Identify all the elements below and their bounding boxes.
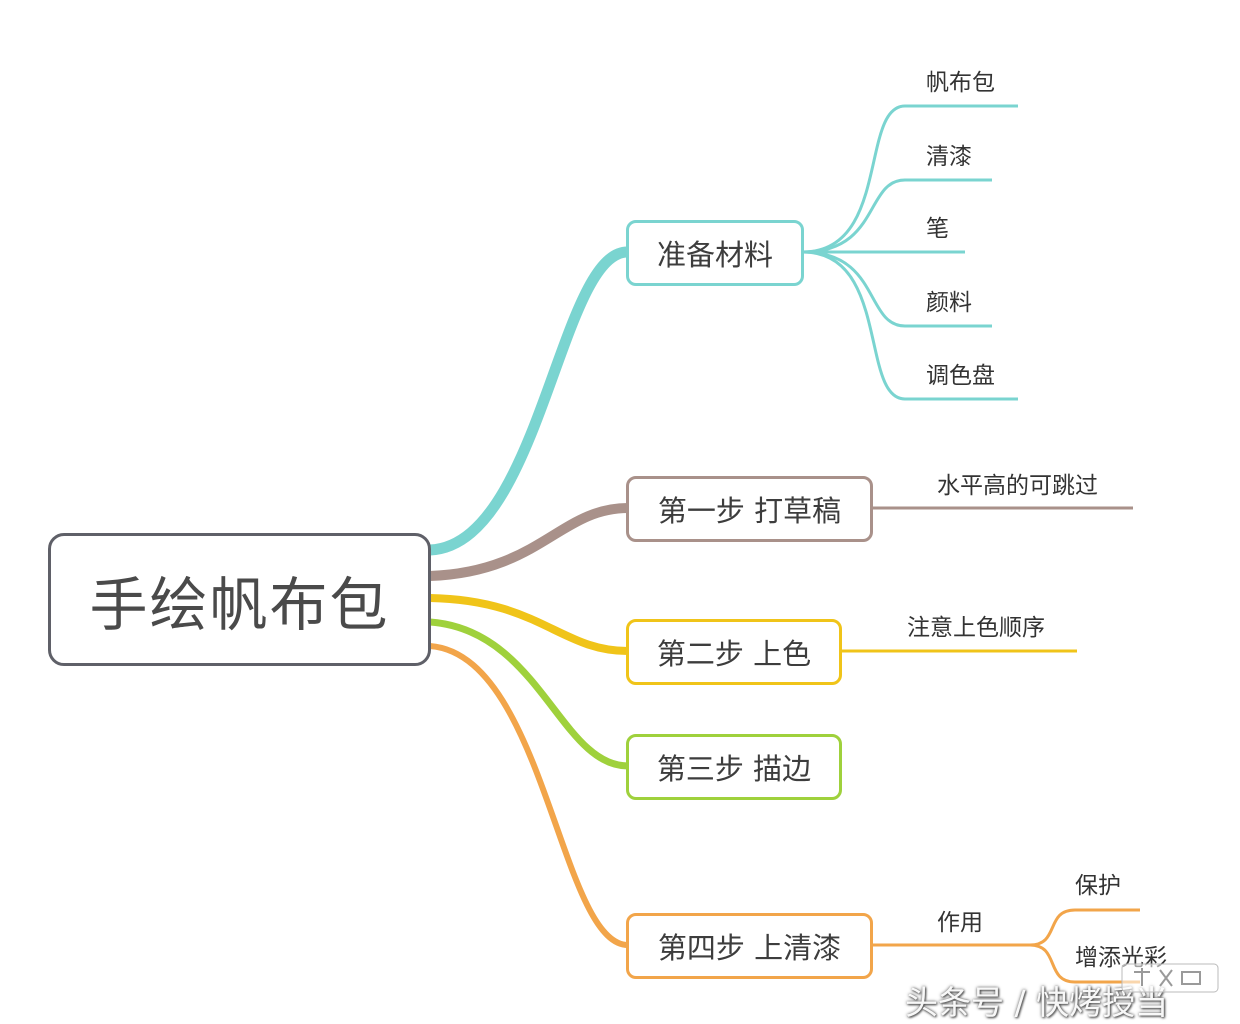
leaf-material-5[interactable]: 调色盘 (926, 363, 995, 389)
leaf-material-4[interactable]: 颜料 (926, 290, 972, 316)
connector-sketch (425, 503, 633, 581)
node-varnish[interactable]: 第四步 上清漆 (626, 913, 873, 979)
leaf-material-3[interactable]: 笔 (926, 216, 949, 242)
node-varnish-label: 第四步 上清漆 (657, 931, 842, 965)
root-node[interactable]: 手绘帆布包 (48, 533, 431, 666)
node-sketch[interactable]: 第一步 打草稿 (626, 476, 873, 542)
node-color-step[interactable]: 第二步 上色 (626, 619, 842, 685)
connector-item-1 (802, 104, 1018, 254)
node-outline-label: 第三步 描边 (656, 752, 812, 786)
connector-varnish (427, 643, 631, 948)
node-sketch-label: 第一步 打草稿 (657, 494, 842, 528)
connector-item-5 (802, 250, 1018, 401)
connector-varnish-item-1 (1029, 908, 1140, 947)
connector-outline (426, 618, 632, 770)
leaf-sketch-note[interactable]: 水平高的可跳过 (937, 473, 1098, 499)
connector-varnish-item-2 (1029, 943, 1140, 984)
connector-item-4 (802, 250, 992, 328)
leaf-material-1[interactable]: 帆布包 (926, 70, 995, 96)
root-label: 手绘帆布包 (89, 570, 390, 639)
node-materials-label: 准备材料 (656, 238, 773, 272)
leaf-material-2[interactable]: 清漆 (926, 144, 972, 170)
node-outline[interactable]: 第三步 描边 (626, 734, 842, 800)
leaf-varnish-item-1[interactable]: 保护 (1075, 873, 1121, 899)
watermark-stamp-logo (1121, 963, 1219, 993)
node-materials[interactable]: 准备材料 (626, 220, 804, 286)
leaf-varnish-sub[interactable]: 作用 (937, 910, 983, 936)
node-color-step-label: 第二步 上色 (656, 637, 812, 671)
leaf-color-note[interactable]: 注意上色顺序 (907, 615, 1045, 641)
connector-color-step (426, 594, 632, 655)
connector-materials (424, 246, 634, 556)
connector-item-2 (802, 178, 992, 254)
